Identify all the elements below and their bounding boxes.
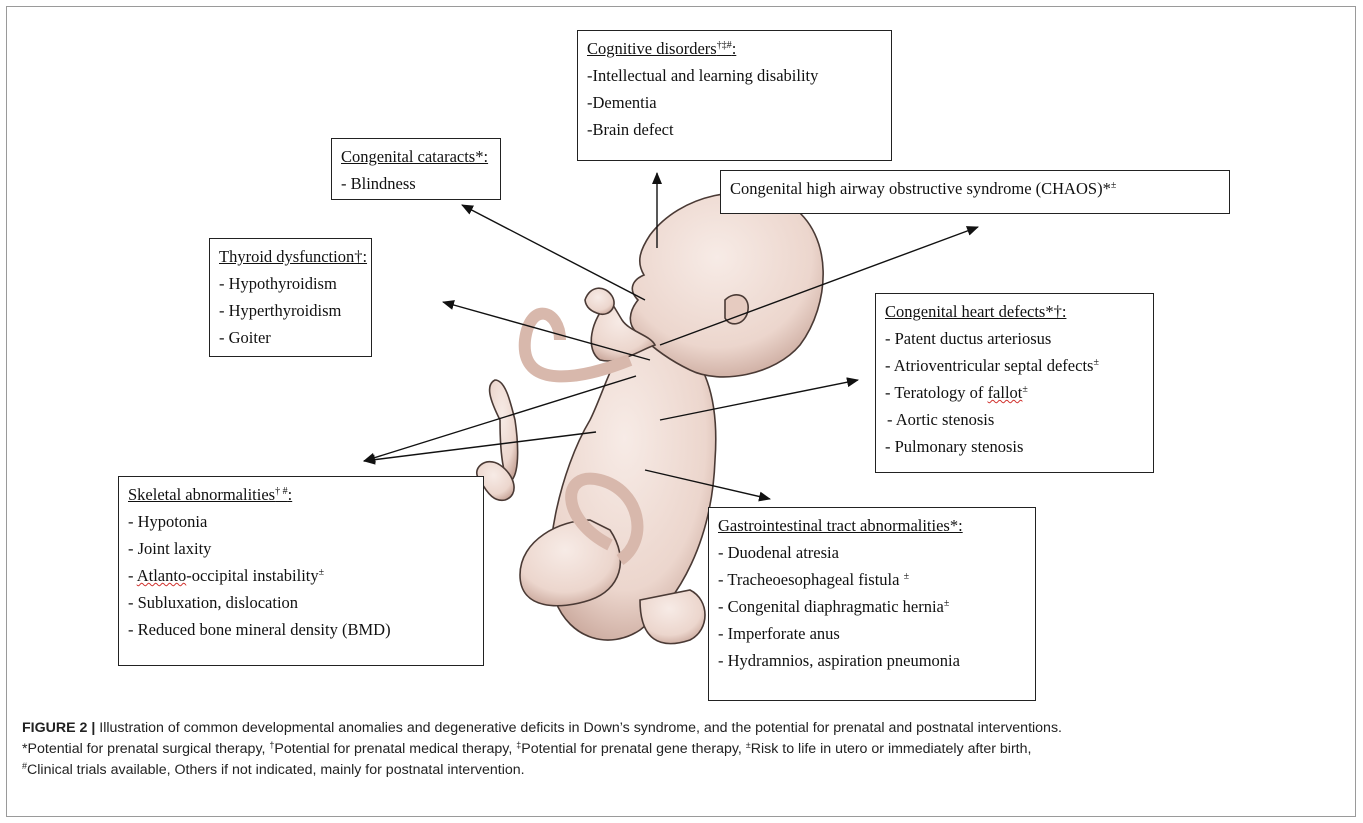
chaos-text: Congenital high airway obstructive syndr… [730,179,1111,198]
heart-heading: Congenital heart defects*†: [885,299,1145,325]
heart-item: - Patent ductus arteriosus [885,325,1145,352]
caption-text: Illustration of common developmental ano… [95,720,1062,736]
skeletal-item: - Atlanto-occipital instability± [128,562,475,589]
thyroid-item: - Goiter [219,324,363,351]
skeletal-heading: Skeletal abnormalities† #: [128,482,475,508]
cognitive-item: -Dementia [587,89,883,116]
gi-heading: Gastrointestinal tract abnormalities*: [718,513,1027,539]
skeletal-item: - Hypotonia [128,508,475,535]
thyroid-box: Thyroid dysfunction†: - Hypothyroidism -… [209,238,372,357]
cataracts-box: Congenital cataracts*: - Blindness [331,138,501,200]
gi-item: - Hydramnios, aspiration pneumonia [718,647,1027,674]
gi-item: - Duodenal atresia [718,539,1027,566]
cognitive-item: -Brain defect [587,116,883,143]
skeletal-item: - Joint laxity [128,535,475,562]
chaos-box: Congenital high airway obstructive syndr… [720,170,1230,214]
chaos-mark: ± [1111,180,1117,191]
thyroid-item: - Hypothyroidism [219,270,363,297]
thyroid-heading: Thyroid dysfunction†: [219,244,363,270]
gi-abnormalities-box: Gastrointestinal tract abnormalities*: -… [708,507,1036,701]
arrow-skeletal-2 [364,432,596,461]
skeletal-box: Skeletal abnormalities† #: - Hypotonia -… [118,476,484,666]
cognitive-item: -Intellectual and learning disability [587,62,883,89]
cognitive-disorders-box: Cognitive disorders†‡#: -Intellectual an… [577,30,892,161]
cataracts-heading: Congenital cataracts*: [341,144,492,170]
skeletal-item: - Subluxation, dislocation [128,589,475,616]
gi-item: - Imperforate anus [718,620,1027,647]
figure-caption: FIGURE 2 | Illustration of common develo… [22,718,1340,781]
thyroid-item: - Hyperthyroidism [219,297,363,324]
arrow-cataracts [462,205,645,300]
caption-label: FIGURE 2 | [22,720,95,736]
cognitive-heading: Cognitive disorders†‡#: [587,36,883,62]
heart-item: - Aortic stenosis [885,406,1145,433]
heart-defects-box: Congenital heart defects*†: - Patent duc… [875,293,1154,473]
cataracts-item: - Blindness [341,170,492,197]
heart-item: - Teratology of fallot± [885,379,1145,406]
heart-item: - Atrioventricular septal defects± [885,352,1145,379]
gi-item: - Congenital diaphragmatic hernia± [718,593,1027,620]
heart-item: - Pulmonary stenosis [885,433,1145,460]
gi-item: - Tracheoesophageal fistula ± [718,566,1027,593]
skeletal-item: - Reduced bone mineral density (BMD) [128,616,475,643]
